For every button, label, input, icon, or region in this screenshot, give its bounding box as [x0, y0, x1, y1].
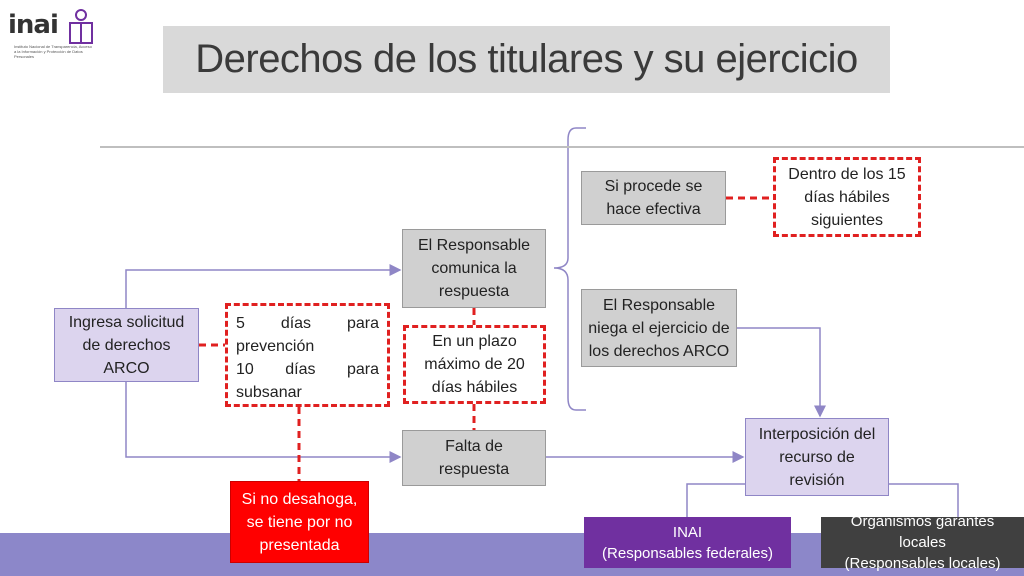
box-responsable-comunica: El Responsable comunica la respuesta [402, 229, 546, 308]
inai-logo [8, 8, 118, 58]
box-15-dias: Dentro de los 15 días hábiles siguientes [773, 157, 921, 237]
plazos-line-3: 10 días para [236, 358, 379, 381]
title-bar [163, 26, 890, 93]
plazos-line-3-para: para [346, 361, 379, 378]
plazos-line-3-num: 10 [236, 361, 254, 378]
box-organismos-locales: Organismos garantes locales (Responsable… [821, 513, 1024, 572]
plazos-line-2: prevención [236, 338, 315, 355]
inai-logo-subtitle: Instituto Nacional de Transparencia, Acc… [14, 44, 92, 59]
inai-logo-word: inai [8, 10, 59, 40]
box-inai: INAI (Responsables federales) [584, 517, 791, 568]
connector-ingresa-comunica [125, 264, 402, 308]
box-responsable-niega: El Responsable niega el ejercicio de los… [581, 289, 737, 367]
box-falta-respuesta: Falta de respuesta [402, 430, 546, 486]
connector-ingresa-falta [125, 382, 402, 463]
plazos-line-1-word: días [280, 315, 312, 332]
inai-logo-icon [69, 9, 93, 44]
brace [553, 127, 586, 411]
plazos-line-1-num: 5 [236, 315, 245, 332]
plazos-line-1: 5 días para [236, 312, 379, 335]
connector-niega-interposicion [737, 327, 826, 418]
page-title: Derechos de los titulares y su ejercicio [195, 37, 858, 81]
plazos-line-1-para: para [346, 315, 379, 332]
title-divider [100, 146, 1024, 148]
box-si-procede: Si procede se hace efectiva [581, 171, 726, 225]
box-plazo-20-dias: En un plazo máximo de 20 días hábiles [403, 325, 546, 404]
plazos-line-3-word: días [285, 361, 316, 378]
plazos-line-4: subsanar [236, 384, 302, 401]
box-interposicion-recurso: Interposición del recurso de revisión [745, 418, 889, 496]
box-ingresa-solicitud: Ingresa solicitud de derechos ARCO [54, 308, 199, 382]
box-no-desahoga: Si no desahoga, se tiene por no presenta… [230, 481, 369, 563]
box-plazos-prevencion: 5 días para prevención 10 días para subs… [225, 303, 390, 407]
